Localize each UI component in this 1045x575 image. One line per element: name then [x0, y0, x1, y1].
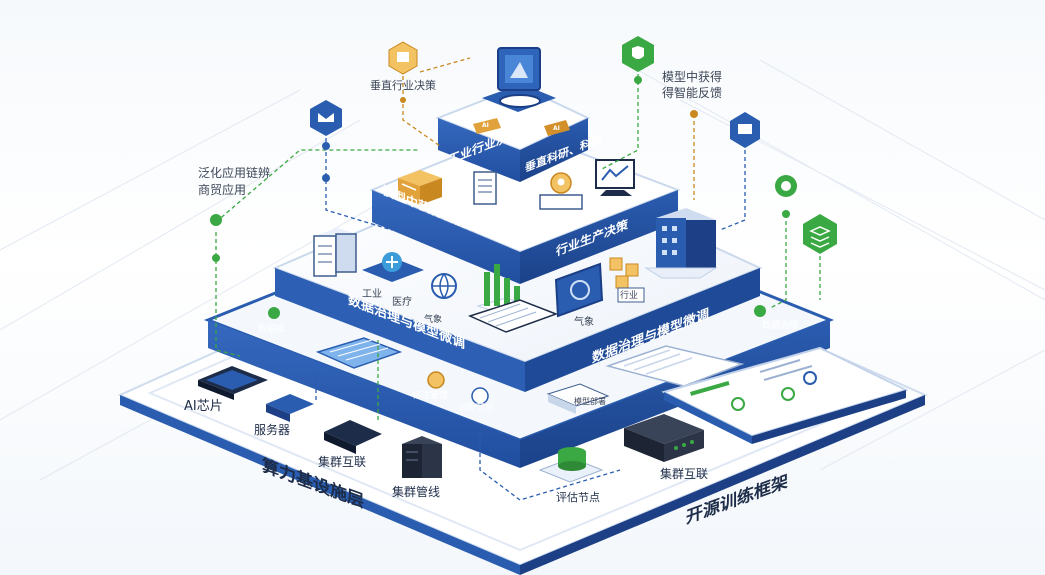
server-icon [266, 394, 314, 422]
green-pin-icon [268, 305, 766, 319]
database-cylinder-icon [538, 447, 604, 483]
label-training-node: 训练节点 [458, 403, 495, 413]
shield-icon [622, 36, 654, 72]
gold-badge-icon [427, 371, 489, 405]
location-pin-icon [539, 172, 583, 210]
laptop-icon [467, 299, 559, 333]
callout-generalized-app-1: 泛化应用链辨 [198, 166, 271, 180]
crown-icon [482, 47, 556, 112]
callout-generalized-app-2: 商贸应用 [198, 183, 247, 197]
label-industry-tag: 行业 [620, 291, 639, 301]
label-data-governance-tag: 数据治理 [762, 321, 799, 331]
callout-vertical-decision: 垂直行业决策 [370, 79, 436, 92]
label-weather-left: 气象 [424, 315, 443, 325]
callout-model-feedback-2: 得智能反馈 [662, 86, 723, 100]
label-server: 服务器 [254, 423, 291, 437]
callout-model-feedback-1: 模型中获得 [662, 70, 723, 84]
cube-cluster-icon [609, 257, 645, 303]
ai-tag-1: AI [482, 122, 489, 129]
monitor-icon [595, 159, 635, 196]
label-eval-node: 评估节点 [556, 491, 600, 504]
ai-tag-2: AI [553, 125, 560, 132]
network-switch-icon [624, 414, 704, 462]
second-layer [369, 128, 681, 284]
layers-icon [803, 214, 837, 254]
dashboard-panel [661, 346, 909, 444]
box-icon [398, 170, 442, 205]
label-cluster-interconnect-right: 集群互联 [660, 467, 709, 481]
box-callout-icon [388, 41, 418, 75]
brain-icon [362, 252, 424, 282]
globe-icon [431, 273, 457, 300]
label-database-tag: 数据库 [258, 325, 286, 335]
crown-callout-icon [310, 100, 342, 136]
label-annotation: 标注管理 [412, 391, 449, 401]
server-tower-icon [644, 208, 718, 279]
label-weather-right: 气象 [574, 317, 594, 328]
tablet-icon [554, 262, 604, 318]
chip-icon [546, 383, 610, 414]
network-chip-icon [324, 420, 382, 454]
label-industry: 工业 [362, 289, 382, 300]
ai-tags [473, 118, 570, 136]
label-model-deploy: 模型部署 [574, 397, 606, 406]
keyboard-panel [605, 345, 745, 387]
building-icon [313, 228, 357, 277]
label-cluster-management: 集群管线 [392, 485, 441, 499]
document-stack-icon [473, 171, 497, 205]
connector-dots [210, 76, 790, 262]
chat-callout-icon [730, 112, 760, 148]
label-medical: 医疗 [392, 297, 412, 308]
label-ai-chip: AI芯片 [184, 399, 223, 414]
label-cluster-interconnect: 集群互联 [318, 455, 367, 469]
data-grid-panel [315, 337, 403, 369]
connector-lines [215, 57, 821, 501]
gear-icon [775, 175, 797, 197]
ai-chip-icon [198, 366, 268, 400]
server-rack-icon [402, 436, 442, 478]
